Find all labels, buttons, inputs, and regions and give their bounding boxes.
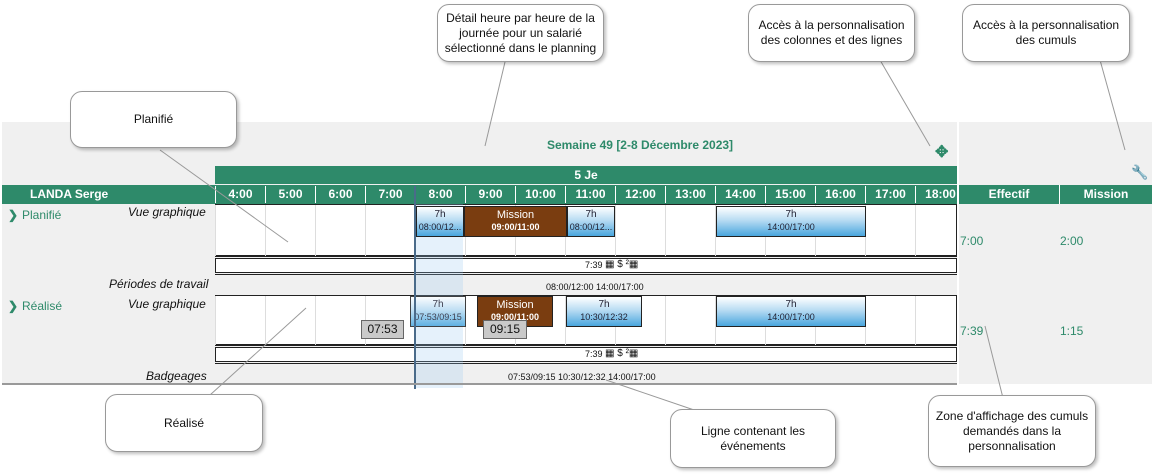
callout-columns-lines: Accès à la personnalisation des colonnes… [748,4,915,62]
badge-out-time: 09:15 [483,320,527,339]
cumul-actual-mission: 1:15 [1060,324,1084,338]
gridline [665,296,666,345]
hour-label: 9:00 [465,186,515,203]
event-icons: ▦ $ ²▦ [605,348,639,359]
gridline [315,205,316,256]
week-title: Semaine 49 [2-8 Décembre 2023] [546,138,734,152]
gridline [215,296,216,345]
divider [215,256,957,259]
hour-label: 11:00 [565,186,615,203]
planned-row-label[interactable]: Planifié [22,208,62,222]
hour-label: 7:00 [365,186,415,203]
gridline [315,296,316,345]
cumul-planned-mission: 2:00 [1060,234,1084,248]
planned-periods: 08:00/12:00 14:00/17:00 [546,282,644,292]
gridline [365,205,366,256]
gridline [615,205,616,256]
hour-label: 6:00 [315,186,365,203]
divider [215,272,957,275]
wrench-icon[interactable]: 🔧 [1131,164,1149,180]
gridline [265,205,266,256]
time-cursor[interactable] [414,186,416,389]
badges-label: Badgeages [146,369,207,383]
cumul-actual-effectif: 7:39 [960,324,984,338]
gridline [665,205,666,256]
cumul-header-mission: Mission [1060,185,1152,204]
hour-label: 10:00 [515,186,565,203]
cumul-panel [959,122,1152,384]
move-icon[interactable]: ✥ [935,144,949,161]
planned-view-label: Vue graphique [128,205,206,219]
actual-total: 7:39 [585,349,603,359]
divider [215,345,957,348]
badge-in-time: 07:53 [361,320,404,339]
day-header: 5 Je [215,166,957,184]
gridline [915,296,916,345]
callout-actual: Réalisé [105,394,263,452]
actual-view-label: Vue graphique [128,297,206,311]
callout-cumul-zone: Zone d'affichage des cumuls demandés dan… [928,395,1096,467]
gridline [715,205,716,256]
hour-label: 5:00 [265,186,315,203]
hour-label: 16:00 [815,186,865,203]
cumul-planned-effectif: 7:00 [960,234,984,248]
planned-total: 7:39 [585,260,603,270]
gridline [265,296,266,345]
hour-label: 4:00 [215,186,265,203]
divider [215,361,957,364]
employee-name[interactable]: LANDA Serge [30,187,109,201]
callout-cumuls-settings: Accès à la personnalisation des cumuls [962,4,1130,62]
gridline [915,205,916,256]
callout-planned: Planifié [70,91,237,148]
actual-row-label[interactable]: Réalisé [22,299,63,313]
cumul-header-effectif: Effectif [959,185,1059,204]
hour-label: 18:00 [915,186,965,203]
hour-label: 15:00 [765,186,815,203]
chevron-right-icon[interactable]: ❯ [8,208,19,222]
gridline [215,205,216,256]
gridline [715,296,716,345]
hour-header: LANDA Serge [2,185,957,204]
callout-events-line: Ligne contenant les événements [670,409,836,468]
chevron-right-icon[interactable]: ❯ [8,299,19,313]
hour-label: 13:00 [665,186,715,203]
work-periods-label: Périodes de travail [109,277,209,291]
hour-label: 17:00 [865,186,915,203]
hour-label: 12:00 [615,186,665,203]
divider [1059,185,1060,204]
hour-label: 14:00 [715,186,765,203]
gridline [565,296,566,345]
actual-periods: 07:53/09:15 10:30/12:32 14:00/17:00 [508,372,656,382]
divider [2,383,957,385]
callout-hourly-detail: Détail heure par heure de la journée pou… [437,4,604,62]
event-icons: ▦ $ ²▦ [605,259,639,270]
